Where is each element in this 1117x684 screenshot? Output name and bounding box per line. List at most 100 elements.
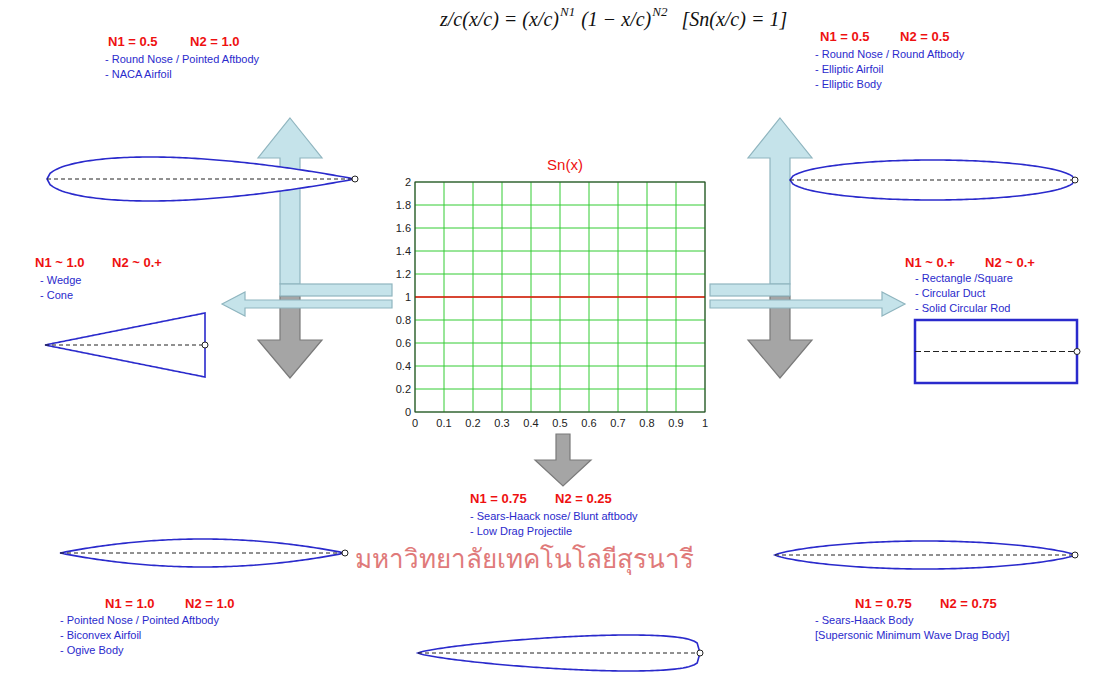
exponent-label: N1 = 0.75 bbox=[855, 597, 912, 612]
tail-point bbox=[202, 342, 208, 348]
shape-description: - Pointed Nose / Pointed Aftbody bbox=[60, 614, 219, 627]
exponent-label: N1 = 0.75 bbox=[470, 492, 527, 507]
chart-frame bbox=[415, 182, 705, 412]
axis-tick: 0.7 bbox=[610, 417, 625, 430]
exponent-label: N2 = 0.75 bbox=[940, 597, 997, 612]
axis-tick: 0.5 bbox=[552, 417, 567, 430]
exponent-label: N1 = 1.0 bbox=[105, 597, 155, 612]
body-outline bbox=[45, 313, 205, 377]
axis-tick: 0 bbox=[405, 406, 411, 419]
shape-description: - Elliptic Body bbox=[815, 78, 882, 91]
chord-line bbox=[47, 179, 355, 180]
body-outline bbox=[418, 635, 700, 671]
shape-description: - Solid Circular Rod bbox=[915, 302, 1010, 315]
formula-exponent: N1 bbox=[560, 4, 575, 20]
shape-description: - Sears-Haack nose/ Blunt aftbody bbox=[470, 510, 638, 523]
down-arrow bbox=[535, 434, 591, 486]
tail-point bbox=[1072, 177, 1078, 183]
chord-line bbox=[915, 351, 1077, 352]
exponent-label: N2 = 1.0 bbox=[185, 597, 235, 612]
tail-point bbox=[1074, 349, 1080, 355]
axis-tick: 0.2 bbox=[465, 417, 480, 430]
exponent-label: N1 = 0.5 bbox=[108, 35, 158, 50]
left-arrow bbox=[222, 292, 392, 316]
axis-tick: 1.4 bbox=[396, 245, 411, 258]
right-arrow bbox=[710, 292, 905, 316]
exponent-label: N1 ~ 0.+ bbox=[905, 256, 955, 271]
grid-line bbox=[415, 228, 705, 229]
shape-description: - Round Nose / Pointed Aftbody bbox=[105, 53, 259, 66]
grid-line bbox=[415, 297, 705, 298]
exponent-label: N2 ~ 0.+ bbox=[985, 256, 1035, 271]
exponent-label: N1 = 0.5 bbox=[820, 30, 870, 45]
shape-description: - Sears-Haack Body bbox=[815, 614, 913, 627]
shape-description: - Ogive Body bbox=[60, 644, 124, 657]
axis-tick: 0.8 bbox=[396, 314, 411, 327]
grid-line bbox=[415, 389, 705, 390]
shape-description: - Elliptic Airfoil bbox=[815, 63, 883, 76]
axis-tick: 1 bbox=[702, 417, 708, 430]
axis-tick: 1.8 bbox=[396, 199, 411, 212]
body-outline bbox=[915, 320, 1077, 383]
body-outline bbox=[775, 541, 1075, 569]
exponent-label: N1 ~ 1.0 bbox=[35, 256, 85, 271]
axis-tick: 1 bbox=[405, 291, 411, 304]
shape-description: [Supersonic Minimum Wave Drag Body] bbox=[815, 629, 1010, 642]
grid-line bbox=[415, 251, 705, 252]
axis-tick: 0.8 bbox=[639, 417, 654, 430]
shape-description: - Low Drag Projectile bbox=[470, 525, 572, 538]
shape-description: - Rectangle /Square bbox=[915, 272, 1013, 285]
shape-description: - Circular Duct bbox=[915, 287, 985, 300]
exponent-label: N2 = 0.25 bbox=[555, 492, 612, 507]
watermark: มหาวิทยาลัยเทคโนโลยีสุรนารี bbox=[355, 545, 694, 575]
body-outline bbox=[60, 539, 345, 567]
chart-title: Sn(x) bbox=[547, 156, 583, 173]
chord-line bbox=[790, 180, 1075, 181]
arrow-bar bbox=[280, 284, 392, 296]
formula-text: z/c(x/c) = (x/c) bbox=[440, 8, 559, 31]
formula-text: (1 − x/c) bbox=[581, 8, 651, 31]
formula-text: [Sn(x/c) = 1] bbox=[681, 8, 787, 31]
formula-exponent: N2 bbox=[652, 4, 667, 20]
shape-description: - Wedge bbox=[40, 274, 81, 287]
axis-tick: 1.2 bbox=[396, 268, 411, 281]
grid-line bbox=[415, 343, 705, 344]
shape-description: - Round Nose / Round Aftbody bbox=[815, 48, 964, 61]
shape-description: - Biconvex Airfoil bbox=[60, 629, 141, 642]
axis-tick: 0 bbox=[412, 417, 418, 430]
chord-line bbox=[418, 653, 700, 654]
grid-line bbox=[415, 274, 705, 275]
up-arrow bbox=[748, 118, 812, 284]
axis-tick: 0.6 bbox=[581, 417, 596, 430]
body-outline bbox=[790, 160, 1075, 200]
chord-line bbox=[45, 345, 205, 346]
exponent-label: N2 = 1.0 bbox=[190, 35, 240, 50]
shape-description: - NACA Airfoil bbox=[105, 68, 172, 81]
axis-tick: 0.2 bbox=[396, 383, 411, 396]
axis-tick: 1.6 bbox=[396, 222, 411, 235]
shape-description: - Cone bbox=[40, 289, 73, 302]
unit-line bbox=[415, 296, 705, 298]
tail-point bbox=[697, 650, 703, 656]
tail-point bbox=[342, 550, 348, 556]
axis-tick: 2 bbox=[405, 176, 411, 189]
up-arrow bbox=[258, 118, 322, 284]
chord-line bbox=[60, 553, 345, 554]
grid-line bbox=[415, 320, 705, 321]
tail-point bbox=[1072, 552, 1078, 558]
axis-tick: 0.3 bbox=[494, 417, 509, 430]
tail-point bbox=[352, 176, 358, 182]
axis-tick: 0.4 bbox=[396, 360, 411, 373]
body-outline bbox=[47, 157, 355, 201]
grid-line bbox=[415, 205, 705, 206]
axis-tick: 0.9 bbox=[668, 417, 683, 430]
axis-tick: 0.6 bbox=[396, 337, 411, 350]
chart-grid bbox=[415, 182, 705, 412]
shape-formula: z/c(x/c) = (x/c)N1(1 − x/c)N2[Sn(x/c) = … bbox=[440, 8, 787, 31]
arrow-bar bbox=[710, 284, 790, 296]
axis-tick: 0.1 bbox=[436, 417, 451, 430]
exponent-label: N2 = 0.5 bbox=[900, 30, 950, 45]
body-shapes bbox=[45, 157, 1080, 671]
chord-line bbox=[775, 555, 1075, 556]
